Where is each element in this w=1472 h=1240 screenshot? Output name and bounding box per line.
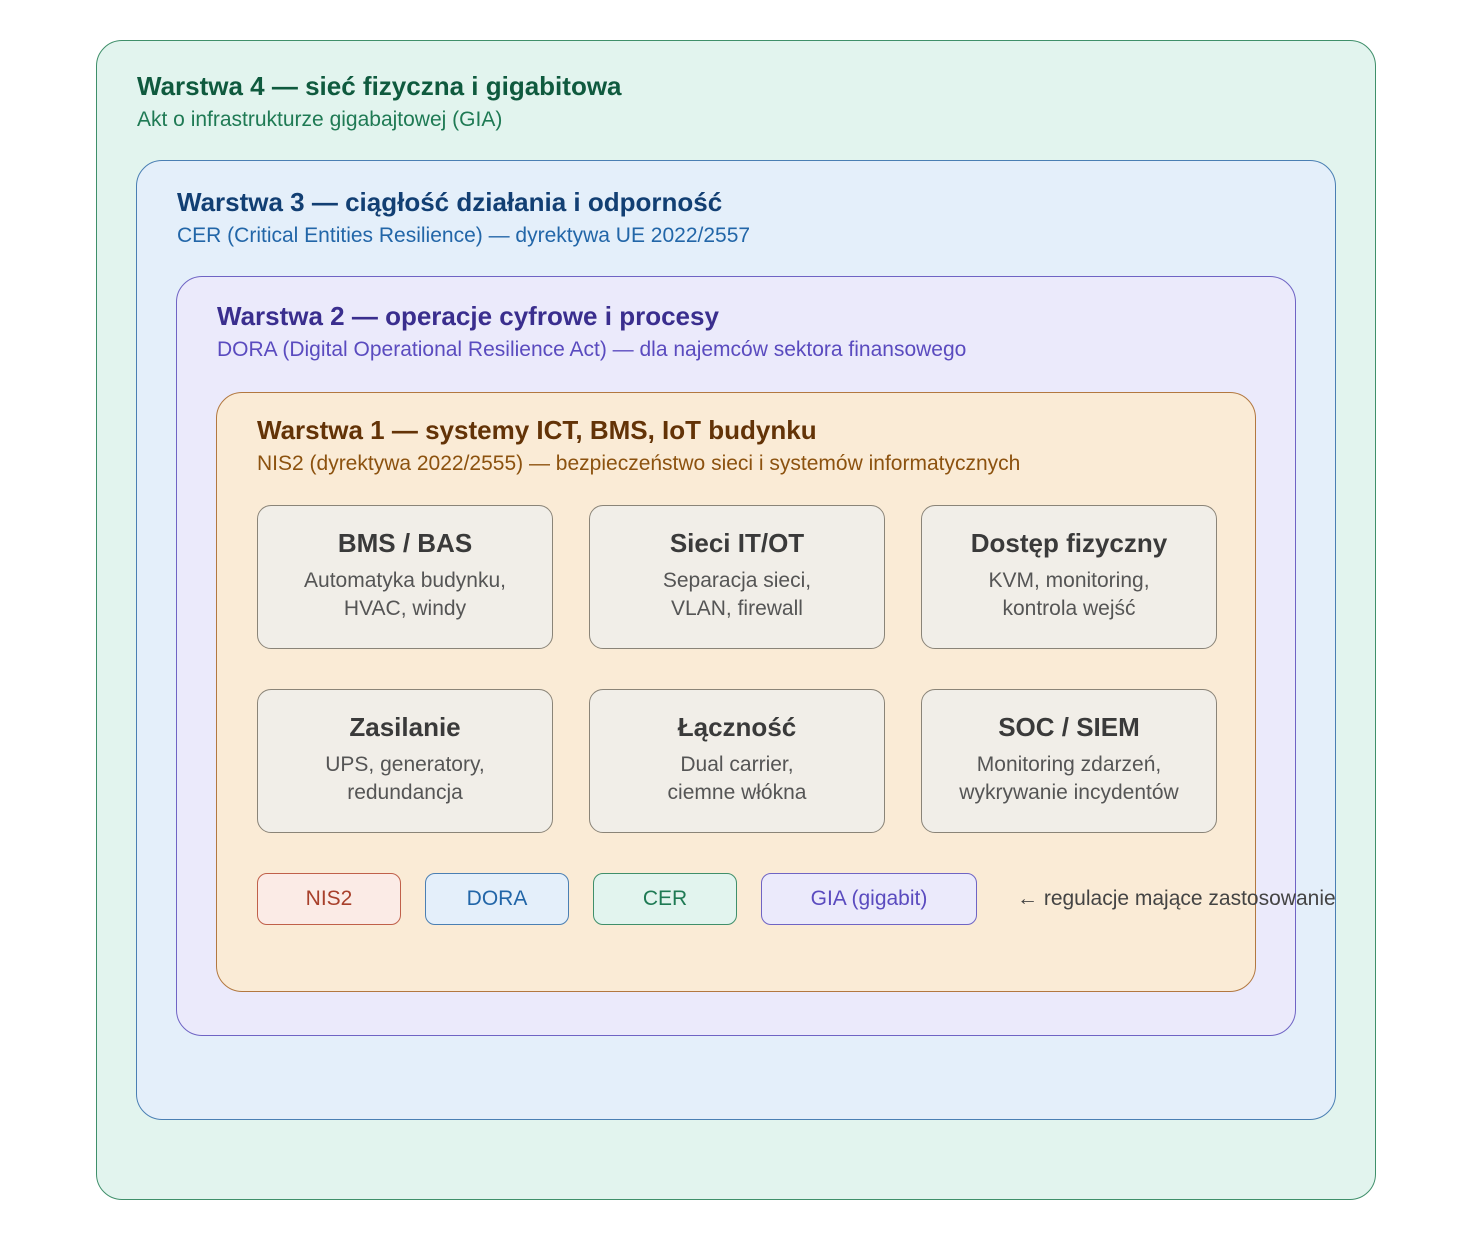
regulation-badge-gia: GIA (gigabit) <box>761 873 977 925</box>
card-description-line: ciemne włókna <box>667 781 807 804</box>
layer-1-title: Warstwa 1 — systemy ICT, BMS, IoT budynk… <box>257 415 817 445</box>
card-title: Łączność <box>677 712 797 742</box>
layer-1-subtitle: NIS2 (dyrektywa 2022/2555) — bezpieczeńs… <box>257 452 1021 475</box>
card-title: Zasilanie <box>349 712 461 742</box>
card-title: BMS / BAS <box>337 528 473 558</box>
card-description-line: Separacja sieci, <box>662 569 812 592</box>
card-description-line: KVM, monitoring, <box>988 569 1150 592</box>
card-description-line: HVAC, windy <box>343 597 467 620</box>
layer-2-title: Warstwa 2 — operacje cyfrowe i procesy <box>217 301 719 331</box>
layer-2-subtitle: DORA (Digital Operational Resilience Act… <box>217 338 967 361</box>
layer-3-title: Warstwa 3 — ciągłość działania i odporno… <box>177 187 723 217</box>
card-description-line: Dual carrier, <box>680 753 794 776</box>
card-description-line: wykrywanie incydentów <box>959 781 1179 804</box>
card-description-line: VLAN, firewall <box>671 597 803 620</box>
card-description-line: UPS, generatory, <box>325 753 485 776</box>
card-description-line: redundancja <box>347 781 463 804</box>
layer-4-title: Warstwa 4 — sieć fizyczna i gigabitowa <box>137 71 622 101</box>
layer-3-subtitle: CER (Critical Entities Resilience) — dyr… <box>177 224 751 247</box>
card-description-line: Automatyka budynku, <box>304 569 506 592</box>
regulation-badge-nis2: NIS2 <box>257 873 401 925</box>
layer-4-subtitle: Akt o infrastrukturze gigabajtowej (GIA) <box>137 108 503 131</box>
card-title: Sieci IT/OT <box>669 528 805 558</box>
card-title: Dostęp fizyczny <box>970 528 1168 558</box>
card-bms-bas: BMS / BAS Automatyka budynku, HVAC, wind… <box>257 505 553 649</box>
card-description-line: kontrola wejść <box>1002 597 1136 620</box>
card-physical-access: Dostęp fizyczny KVM, monitoring, kontrol… <box>921 505 1217 649</box>
regulation-badge-dora: DORA <box>425 873 569 925</box>
card-title: SOC / SIEM <box>998 712 1140 742</box>
regulations-legend-note: ← regulacje mające zastosowanie <box>1017 887 1336 910</box>
regulation-badge-cer: CER <box>593 873 737 925</box>
card-power-supply: Zasilanie UPS, generatory, redundancja <box>257 689 553 833</box>
layer-1-ict-bms-iot: Warstwa 1 — systemy ICT, BMS, IoT budynk… <box>216 392 1336 992</box>
card-it-ot-networks: Sieci IT/OT Separacja sieci, VLAN, firew… <box>589 505 885 649</box>
card-description-line: Monitoring zdarzeń, <box>976 753 1162 776</box>
card-soc-siem: SOC / SIEM Monitoring zdarzeń, wykrywani… <box>921 689 1217 833</box>
card-connectivity: Łączność Dual carrier, ciemne włókna <box>589 689 885 833</box>
